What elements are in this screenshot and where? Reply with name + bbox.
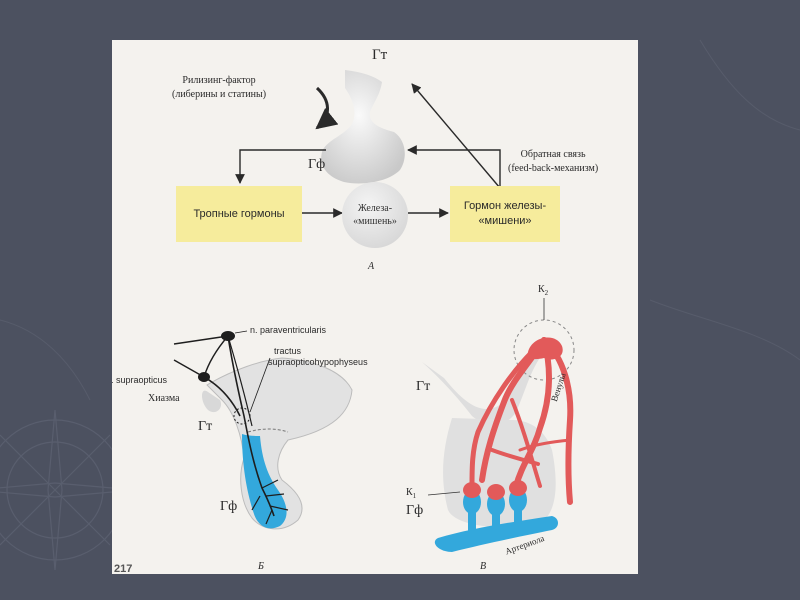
tractus-label: tractus supraopticohypophyseus (268, 346, 368, 368)
target-hormone-line2: «мишени» (478, 215, 532, 227)
pituitary-label-c: Гф (406, 503, 424, 518)
tropic-hormones-label: Тропные гормоны (193, 207, 285, 220)
target-hormone-line1: Гормон железы- (463, 200, 547, 213)
leader-k1 (427, 491, 461, 496)
nerve-tract-6 (227, 335, 253, 427)
k2-capillary-plexus (527, 337, 563, 360)
n-paraventricularis-label: n. paraventricularis (250, 325, 327, 335)
k2-capillary-outline (513, 319, 575, 381)
nerve-branches (251, 479, 289, 525)
nerve-tract-5 (173, 359, 205, 378)
chiasma-label: Хиазма (148, 393, 180, 404)
hypothalamus-pituitary-shape (321, 70, 405, 184)
nerve-tract-3 (203, 335, 229, 378)
releasing-factor-line2: (либерины и статины) (172, 89, 267, 100)
diagram-c (422, 298, 575, 552)
pituitary-to-tropic-arrow (235, 149, 326, 184)
caption-b: Б (258, 561, 264, 572)
figure-panel: Гт Рилизинг-фактор (либерины и статины) … (112, 40, 638, 574)
page-number-fragment: 217 (114, 563, 133, 575)
feedback-line1: Обратная связь (520, 149, 586, 160)
red-vessels (469, 337, 574, 505)
k2-label: К2 (538, 285, 548, 297)
map-lines-watermark (0, 39, 800, 401)
releasing-factor-line1: Рилизинг-фактор (182, 75, 256, 86)
caption-a: А (368, 261, 375, 272)
diagram-a (235, 70, 501, 218)
feedback-text: Обратная связь (feed-back-механизм) (508, 148, 598, 176)
figure-drawing (173, 70, 575, 552)
tractus-line1: tractus (274, 346, 302, 356)
hypothalamus-outline-b (206, 357, 353, 530)
n-supraopticus-label: n. supraopticus (112, 375, 168, 385)
releasing-factor-arrow (315, 86, 339, 130)
target-hormone-box: Гормон железы- «мишени» (450, 186, 560, 242)
k2-letter: К (538, 284, 545, 295)
nerve-tract-1 (227, 335, 275, 517)
leader-paraventricularis (234, 330, 248, 334)
k1-label: К1 (406, 488, 416, 500)
caption-c: В (480, 561, 487, 572)
feedback-line2: (feed-back-механизм) (508, 163, 599, 174)
k2-subscript: 2 (544, 289, 549, 297)
releasing-factor-text: Рилизинг-фактор (либерины и статины) (172, 74, 266, 102)
pituitary-label-b: Гф (220, 499, 238, 514)
k1-capillaries (463, 480, 527, 500)
k1-subscript: 1 (412, 492, 417, 500)
pituitary-label-a: Гф (308, 157, 326, 172)
hypothalamus-label-c: Гт (416, 379, 431, 394)
target-gland-line1: Железа- (357, 203, 393, 214)
target-gland-circle: Железа- «мишень» (342, 182, 408, 248)
hypothalamus-label-b: Гт (198, 419, 213, 434)
pituitary-outline-c (422, 340, 544, 425)
tropic-hormones-box: Тропные гормоны (176, 186, 302, 242)
leader-tractus (249, 357, 271, 413)
tract-crossing-marker (233, 407, 251, 425)
chiasma-shape (202, 390, 222, 413)
k1-letter: К (406, 487, 413, 498)
feedback-arrow-lower (407, 145, 501, 188)
dashed-boundary-b (247, 428, 289, 433)
hypothalamus-label-a: Гт (372, 47, 388, 63)
diagram-b (173, 330, 353, 530)
target-gland-line2: «мишень» (353, 216, 397, 227)
nerve-tract-4 (173, 335, 229, 345)
nerve-tract-2 (203, 376, 241, 417)
feedback-arrow-upper (411, 83, 501, 189)
tractus-line2: supraopticohypophyseus (268, 356, 368, 367)
